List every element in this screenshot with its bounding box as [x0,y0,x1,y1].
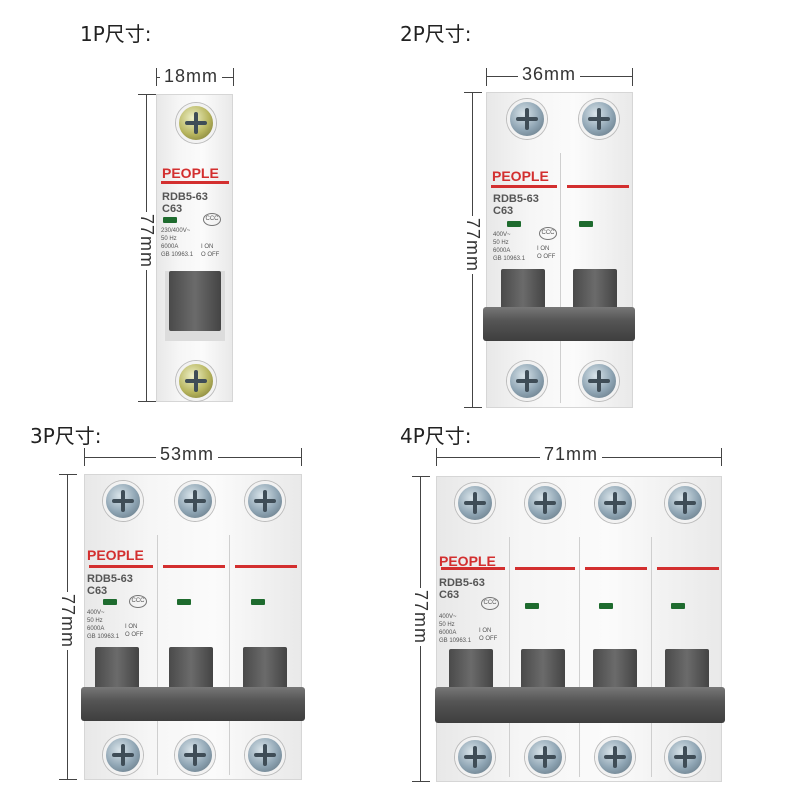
terminal-screw-icon [595,737,635,777]
model-label: RDB5-63 [87,573,133,585]
terminal-screw-icon [245,735,285,775]
terminal-screw-icon [175,735,215,775]
ccc-cert-mark: CCC [129,595,147,608]
pole-divider [651,537,652,777]
terminal-screw-icon [579,99,619,139]
brand-stripe [89,565,153,568]
terminal-screw-icon [176,361,216,401]
dim-width-4p: 71mm [540,444,603,465]
dim-height-3p: 77mm [57,592,78,651]
status-indicator [177,599,191,605]
section-label-4p: 4P尺寸: [400,424,472,448]
ccc-cert-mark: CCC [539,227,557,240]
terminal-screw-icon [525,483,565,523]
brand-stripe [491,185,557,188]
brand-stripe [657,567,719,570]
dim-tick [412,476,430,477]
terminal-screw-icon [525,737,565,777]
brand-stripe [567,185,629,188]
tie-bar-handle[interactable] [435,687,725,723]
terminal-screw-icon [176,103,216,143]
terminal-screw-icon [595,483,635,523]
terminal-screw-icon [507,361,547,401]
section-label-3p: 3P尺寸: [30,424,102,448]
terminal-screw-icon [455,737,495,777]
pole-divider [560,153,561,403]
terminal-screw-icon [175,481,215,521]
dim-tick [464,407,482,408]
model-label: RDB5-63 [493,193,539,205]
model-label: RDB5-63 [439,577,485,589]
status-indicator [599,603,613,609]
terminal-screw-icon [507,99,547,139]
terminal-screw-icon [245,481,285,521]
dim-tick [138,94,156,95]
status-indicator [507,221,521,227]
dim-width-3p: 53mm [156,444,219,465]
dim-tick [464,92,482,93]
brand-logo: PEOPLE [439,553,496,569]
dim-tick [138,401,156,402]
brand-logo: PEOPLE [87,547,144,563]
dim-width-1p: 18mm [160,66,223,87]
rating-label: C63 [87,585,108,597]
rating-label: C63 [493,205,514,217]
brand-stripe [161,181,229,184]
dim-width-2p: 36mm [518,64,581,85]
status-indicator [103,599,117,605]
dim-height-1p: 77mm [136,212,157,271]
dim-height-2p: 77mm [462,216,483,275]
brand-stripe [515,567,575,570]
pole-divider [157,535,158,775]
brand-logo: PEOPLE [492,168,549,184]
terminal-screw-icon [665,737,705,777]
status-indicator [671,603,685,609]
tie-bar-handle[interactable] [81,687,305,721]
toggle-handle[interactable] [169,271,221,331]
status-indicator [525,603,539,609]
ccc-cert-mark: CCC [203,213,221,226]
terminal-screw-icon [665,483,705,523]
pole-divider [579,537,580,777]
dim-tick [59,779,77,780]
dim-tick [632,68,633,86]
terminal-screw-icon [579,361,619,401]
terminal-screw-icon [103,735,143,775]
brand-stripe [585,567,647,570]
section-label-1p: 1P尺寸: [80,22,152,46]
status-indicator [251,599,265,605]
dim-tick [486,68,487,86]
terminal-screw-icon [455,483,495,523]
pole-divider [229,535,230,775]
section-label-2p: 2P尺寸: [400,22,472,46]
dim-height-4p: 77mm [410,588,431,647]
ccc-cert-mark: CCC [481,597,499,610]
rating-label: C63 [162,203,183,215]
dim-tick [412,781,430,782]
tie-bar-handle[interactable] [483,307,635,341]
status-indicator [579,221,593,227]
brand-stripe [441,567,505,570]
rating-label: C63 [439,589,460,601]
dim-tick [59,474,77,475]
brand-logo: PEOPLE [162,165,219,181]
terminal-screw-icon [103,481,143,521]
model-label: RDB5-63 [162,191,208,203]
brand-stripe [163,565,225,568]
brand-stripe [235,565,297,568]
status-indicator [163,217,177,223]
pole-divider [509,537,510,777]
